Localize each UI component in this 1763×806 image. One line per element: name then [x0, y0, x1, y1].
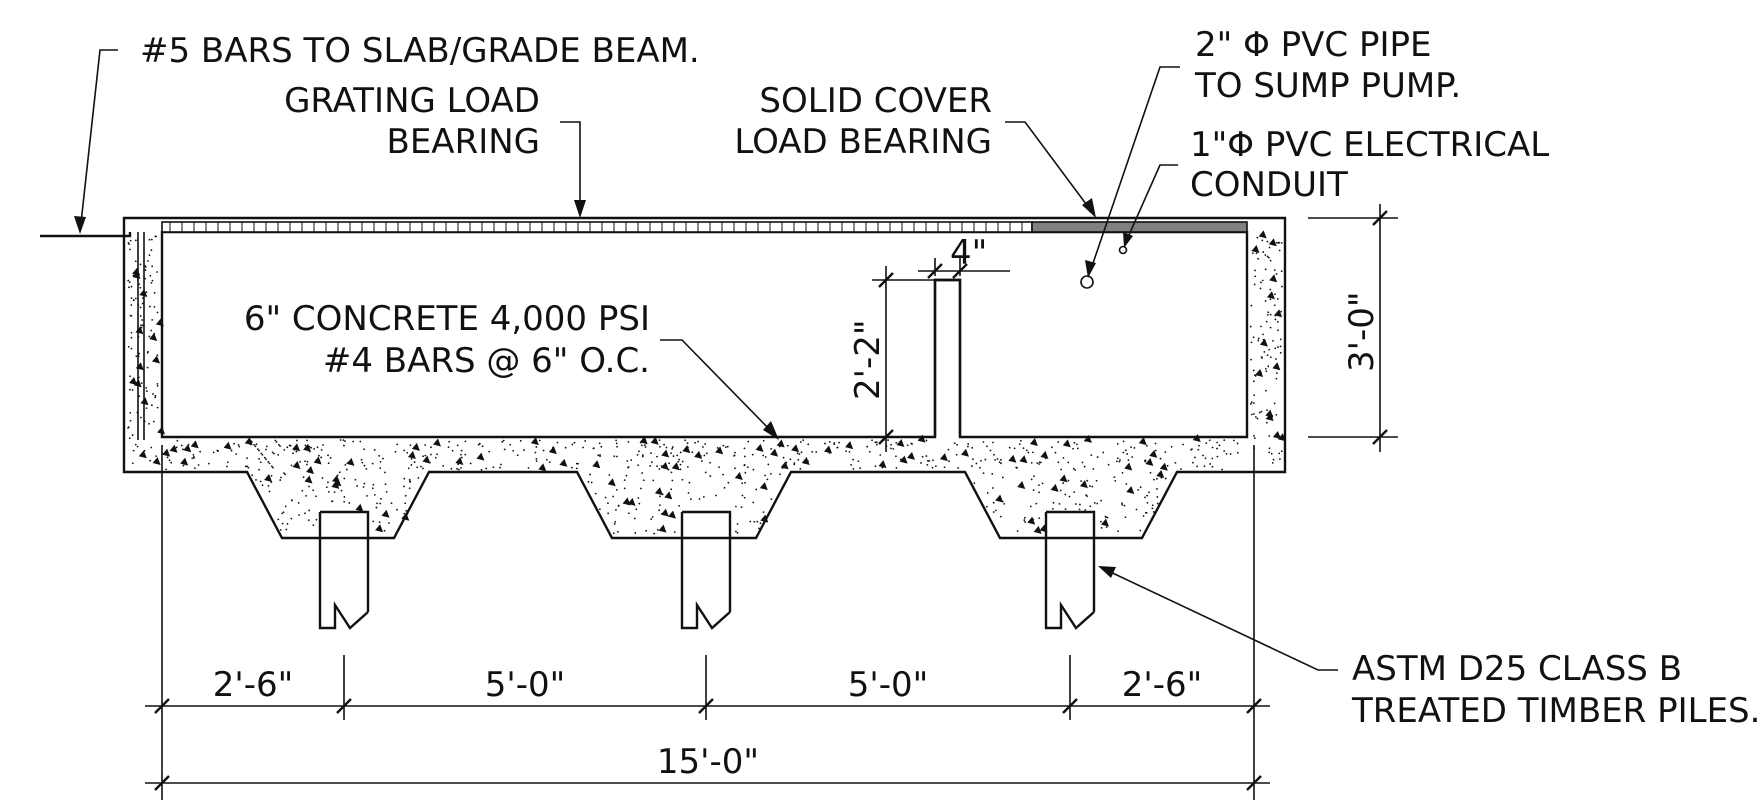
overall-height-dim: 3'-0" — [1342, 291, 1382, 372]
conduit-icon — [1118, 245, 1128, 255]
concrete-speckle — [127, 230, 1286, 535]
span-3-dim: 5'-0" — [848, 665, 929, 705]
span-2-dim: 5'-0" — [485, 665, 566, 705]
slab-line — [40, 232, 132, 238]
pile-3 — [1044, 510, 1096, 630]
concrete-outline — [122, 216, 1287, 540]
wall-height-dim: 2'-2" — [848, 319, 888, 400]
pvc-pipe-label-line2: TO SUMP PUMP. — [1194, 66, 1461, 106]
grating-bars — [169, 222, 1023, 232]
span-4-dim: 2'-6" — [1122, 665, 1203, 705]
solid-cover-label-line2: LOAD BEARING — [734, 122, 992, 162]
concrete-section — [122, 216, 1287, 540]
divider-wall — [933, 278, 962, 437]
pile-1 — [318, 510, 370, 630]
leaders — [74, 49, 1338, 671]
labels: #5 BARS TO SLAB/GRADE BEAM. GRATING LOAD… — [140, 25, 1760, 782]
grating-label-line1: GRATING LOAD — [284, 81, 540, 121]
grating — [161, 221, 1033, 233]
wall-thickness-dim: 4" — [950, 233, 987, 273]
solid-cover-label-line1: SOLID COVER — [759, 81, 992, 121]
piles-label-line2: TREATED TIMBER PILES. — [1351, 691, 1760, 731]
piles-label-line1: ASTM D25 CLASS B — [1352, 649, 1682, 689]
conduit-label-line1: 1"Φ PVC ELECTRICAL — [1190, 125, 1549, 165]
dimensions — [145, 204, 1398, 800]
solid-cover — [1031, 221, 1248, 233]
concrete-label-line2: #4 BARS @ 6" O.C. — [323, 341, 650, 381]
concrete-label-line1: 6" CONCRETE 4,000 PSI — [244, 299, 650, 339]
pvc-pipe-icon — [1080, 275, 1094, 289]
grating-label-line2: BEARING — [387, 122, 541, 162]
overall-length-dim: 15'-0" — [657, 742, 759, 782]
timber-piles — [318, 510, 1096, 630]
span-1-dim: 2'-6" — [213, 665, 294, 705]
pile-2 — [680, 510, 732, 630]
pvc-pipe-label-line1: 2" Φ PVC PIPE — [1195, 25, 1431, 65]
conduit-label-line2: CONDUIT — [1190, 165, 1348, 205]
bars-to-slab-label: #5 BARS TO SLAB/GRADE BEAM. — [140, 31, 700, 71]
rebar-dowel — [40, 232, 145, 440]
